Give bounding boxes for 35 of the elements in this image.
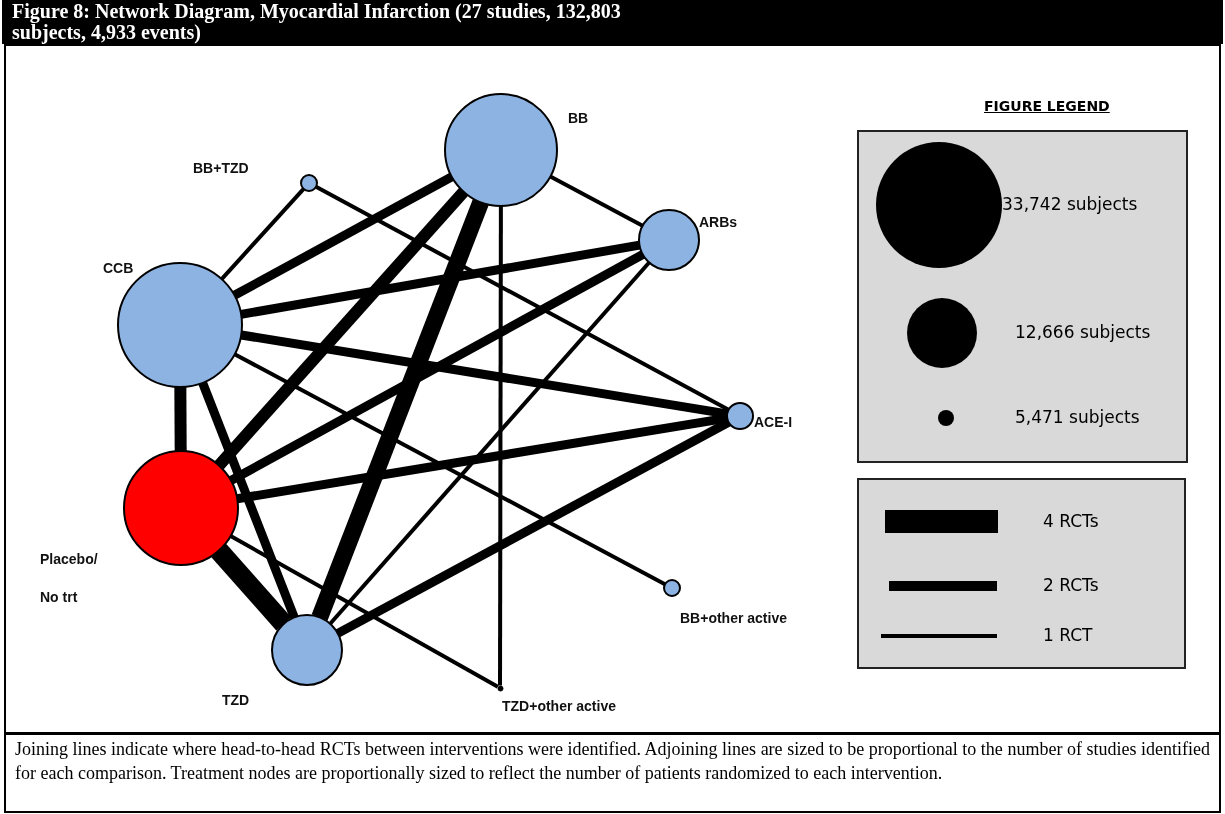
node-label: TZD+other active [502,698,616,714]
legend-text: 12,666 subjects [1015,322,1151,342]
comparison-line [229,534,499,689]
node-label: Placebo/ No trt [40,550,99,607]
figure-title: Figure 8: Network Diagram, Myocardial Infarction (27 studies, 132,803 subjects, 4,933 events) [2,0,1223,44]
comparison-line [211,544,292,631]
legend-text: 1 RCT [1043,625,1093,645]
comparison-line [198,381,299,620]
comparison-line [549,174,644,228]
legend-text: 4 RCTs [1043,510,1099,531]
node-label: BB [568,110,589,126]
comparison-line [498,206,503,686]
node-label: ARBs [699,214,738,230]
comparison-line [214,187,469,470]
legend-text: 2 RCTs [1043,575,1099,595]
comparison-line [233,352,666,586]
comparison-line [236,413,728,504]
legend-text: 33,742 subjects [1002,194,1138,214]
comparison-line [174,386,187,452]
comparison-line [315,185,730,412]
comparison-line [328,261,651,626]
comparison-line [220,187,306,281]
comparison-line [240,330,728,419]
node-label: ACE-I [754,414,793,430]
comparison-line [311,199,489,621]
node-label: BB+TZD [193,160,249,176]
node-label: TZD [222,692,250,708]
node-label: CCB [103,260,134,276]
node-label: BB+other active [680,610,787,626]
legend-title: FIGURE LEGEND [984,98,1110,114]
comparison-line [240,240,641,319]
comparison-line [232,172,454,300]
legend-text: 5,471 subjects [1015,407,1140,427]
figure-caption: Joining lines indicate where head-to-head RCTs between interventions were identified. Adjoining lines are sized to be proportional to the number of studies identified for each comparison. Treatment nodes are proportionally sized to reflect the number of patients randomized to each intervention. [4,733,1221,813]
comparison-line [228,250,645,485]
